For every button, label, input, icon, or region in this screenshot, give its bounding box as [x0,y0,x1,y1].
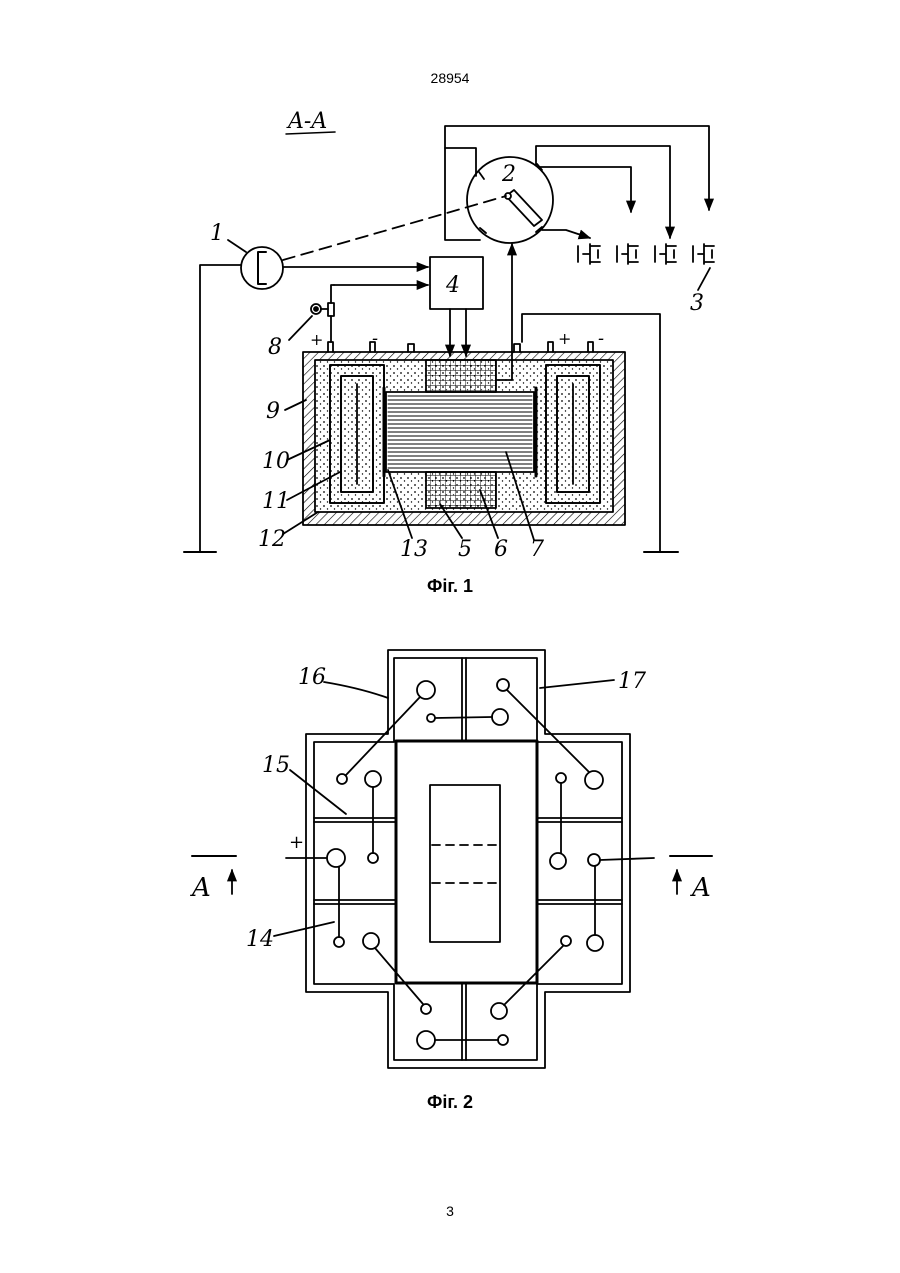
label-9: 9 [266,399,280,424]
right-minus-sign: - [598,328,604,349]
section-mark-right: A [670,856,712,903]
vessel-terminals [328,342,593,352]
label-11: 11 [262,489,290,514]
svg-text:A: A [690,873,711,903]
fig2-plus-sign: + [289,832,304,853]
fig2-caption: Фіг. 2 [0,1092,900,1113]
central-window [430,785,500,942]
label-5: 5 [458,537,472,562]
label-10: 10 [262,449,290,474]
svg-text:A: A [190,873,211,903]
label-12: 12 [258,527,286,552]
label-2: 2 [501,162,516,187]
label-17: 17 [618,669,646,694]
wire-to-plug-1 [542,230,590,238]
right-electrode [546,365,600,503]
mechanical-link-dashed [283,196,506,260]
label-15: 15 [262,753,290,778]
section-mark-left: A [190,856,236,903]
winding-top [426,360,496,392]
label-13: 13 [400,537,428,562]
label-1: 1 [210,221,224,246]
label-7: 7 [530,537,544,562]
left-plus-sign: + [310,330,323,349]
fig1-diagram: A-A [184,109,714,562]
label-3: 3 [690,291,704,316]
label-4: 4 [445,273,460,298]
wire-to-plug-3 [536,146,670,238]
spark-plugs [578,244,714,264]
section-label-a-a: A-A [286,109,327,134]
label-14: 14 [246,927,274,952]
wire-sensor-ground [186,265,241,552]
fig2-diagram: + A A 16 17 15 14 [190,650,712,1068]
left-electrode [330,365,384,503]
right-plus-sign: + [558,329,571,348]
page-number: 3 [0,1203,900,1219]
left-minus-sign: - [372,328,378,349]
label-8: 8 [268,335,282,360]
label-6: 6 [494,537,508,562]
fig1-caption: Фіг. 1 [0,576,900,597]
label-16: 16 [298,665,326,690]
sensor-circle [241,247,283,289]
